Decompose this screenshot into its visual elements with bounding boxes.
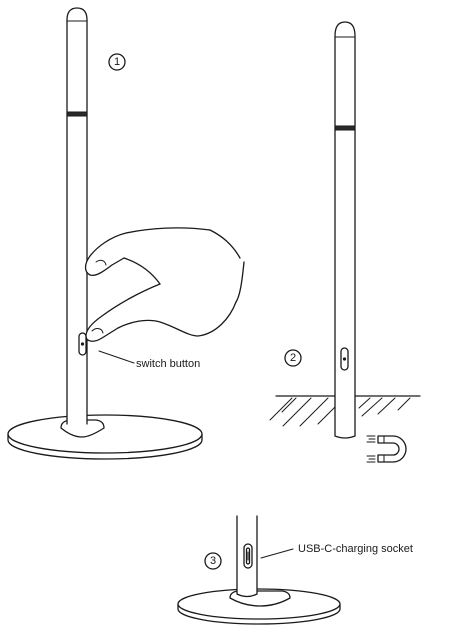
step-3-number: 3 bbox=[204, 552, 222, 570]
lamp-pole-icon bbox=[334, 21, 356, 439]
step-3-illustration: USB-C-charging socket 3 bbox=[177, 515, 413, 625]
step-2-illustration: 2 bbox=[269, 21, 421, 463]
usb-c-callout: USB-C-charging socket bbox=[260, 543, 413, 559]
usb-c-socket-label: USB-C-charging socket bbox=[298, 543, 413, 555]
lamp-base-icon bbox=[7, 414, 203, 460]
step-1-label: 1 bbox=[114, 56, 120, 68]
usb-c-socket-icon bbox=[245, 547, 251, 565]
floor-surface-icon bbox=[269, 395, 421, 427]
step-2-label: 2 bbox=[290, 352, 296, 364]
step-2-number: 2 bbox=[284, 349, 302, 367]
pointing-hand-icon bbox=[84, 227, 245, 342]
switch-button-callout: switch button bbox=[98, 350, 200, 370]
magnet-icon bbox=[366, 435, 407, 463]
step-1-number: 1 bbox=[108, 53, 126, 71]
lamp-base-icon bbox=[177, 588, 341, 625]
step-3-label: 3 bbox=[210, 555, 216, 567]
lamp-pole-icon bbox=[66, 7, 88, 425]
switch-button-icon bbox=[78, 332, 87, 356]
step-1-illustration: switch button 1 bbox=[7, 7, 245, 460]
switch-button-label: switch button bbox=[136, 358, 200, 370]
